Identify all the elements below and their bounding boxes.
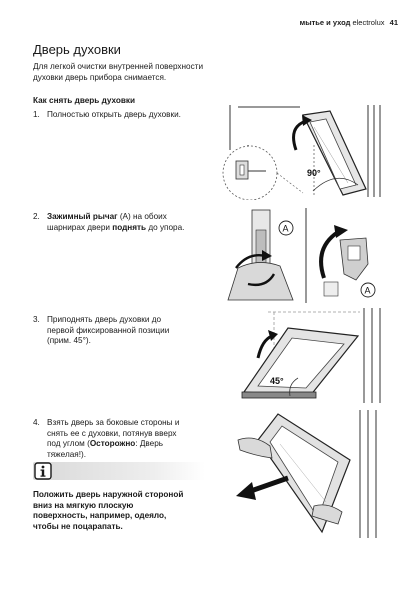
- step-2: 2. Зажимный рычаг (А) на обоих шарнирах …: [33, 212, 213, 236]
- step-number: 1.: [33, 110, 40, 119]
- page-title: Дверь духовки: [33, 42, 121, 57]
- step-text: до упора.: [146, 222, 185, 232]
- step-number: 4.: [33, 418, 40, 427]
- lever-label-a: A: [283, 224, 289, 234]
- intro-text: Для легкой очистки внутренней поверхност…: [33, 62, 204, 82]
- note-line: чтобы не поцарапать.: [33, 521, 123, 531]
- note-line: вниз на мягкую плоскую: [33, 500, 134, 510]
- figure-door-45: 45°: [218, 308, 388, 403]
- subtitle: Как снять дверь духовки: [33, 96, 136, 105]
- step-4: 4. Взять дверь за боковые стороны и снят…: [33, 418, 213, 462]
- step-text: под углом (: [47, 439, 90, 449]
- figure-hinge-lever: A A: [218, 208, 388, 303]
- header-section: мытье и уход: [299, 18, 351, 27]
- step-text: Взять дверь за боковые стороны и: [47, 418, 180, 427]
- figure-door-remove: [218, 410, 388, 540]
- step-text: снять ее с духовки, потянув вверх: [47, 428, 177, 438]
- step-text: шарнирах двери: [47, 222, 113, 232]
- step-text: (прим. 45°).: [47, 336, 91, 346]
- info-icon: [34, 462, 52, 480]
- angle-label-90: 90°: [307, 168, 321, 178]
- step-text: Полностью открыть дверь духовки.: [47, 110, 181, 119]
- step-3: 3. Приподнять дверь духовки до первой фи…: [33, 315, 213, 349]
- step-text: (А) на обоих: [117, 212, 167, 221]
- step-text: Приподнять дверь духовки до: [47, 315, 162, 324]
- page-header: мытье и уход electrolux 41: [300, 18, 398, 27]
- step-bold: поднять: [112, 222, 147, 232]
- info-box: [33, 462, 205, 480]
- header-brand: electrolux: [352, 18, 385, 27]
- step-text: тяжелая!).: [47, 449, 86, 459]
- step-number: 2.: [33, 212, 40, 221]
- note-text: Положить дверь наружной стороной вниз на…: [33, 490, 211, 532]
- lever-label-a-2: A: [365, 286, 371, 296]
- step-number: 3.: [33, 315, 40, 324]
- note-line: Положить дверь наружной стороной: [33, 490, 184, 499]
- note-line: поверхность, например, одеяло,: [33, 511, 167, 521]
- step-bold: Зажимный рычаг: [47, 212, 118, 221]
- angle-label-45: 45°: [270, 376, 284, 386]
- step-bold: Осторожно: [89, 439, 136, 449]
- step-text: : Дверь: [135, 439, 164, 449]
- step-text: первой фиксированной позиции: [47, 325, 170, 335]
- figure-door-open: 90°: [222, 105, 386, 200]
- page-number: 41: [389, 18, 398, 27]
